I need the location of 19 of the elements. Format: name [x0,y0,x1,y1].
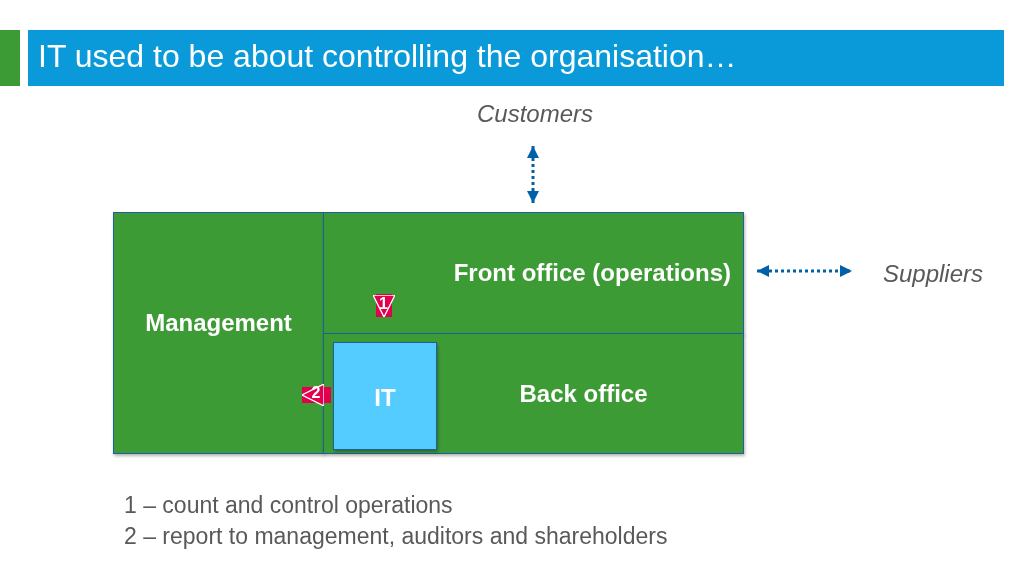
box-label: IT [374,384,396,412]
back-office-box [323,333,744,454]
front-office-box [323,212,744,334]
text-label: Customers [455,98,615,130]
slide-title: IT used to be about controlling the organisation… [38,38,737,75]
arrow [757,265,852,277]
arrow [372,294,396,318]
edge-label: 1 [379,294,388,313]
note-text: 1 – count and control operations [124,492,453,519]
box-label: Back office [519,379,648,408]
it-box [333,342,437,450]
note-text: 2 – report to management, auditors and shareholders [124,523,668,550]
arrow [527,146,539,203]
box-label: Management [145,309,292,337]
edge-label: 2 [311,384,321,402]
management-box [113,212,324,454]
text-label: Suppliers [868,258,998,290]
arrow [301,383,331,407]
box-label: Front office (operations) [453,259,731,287]
